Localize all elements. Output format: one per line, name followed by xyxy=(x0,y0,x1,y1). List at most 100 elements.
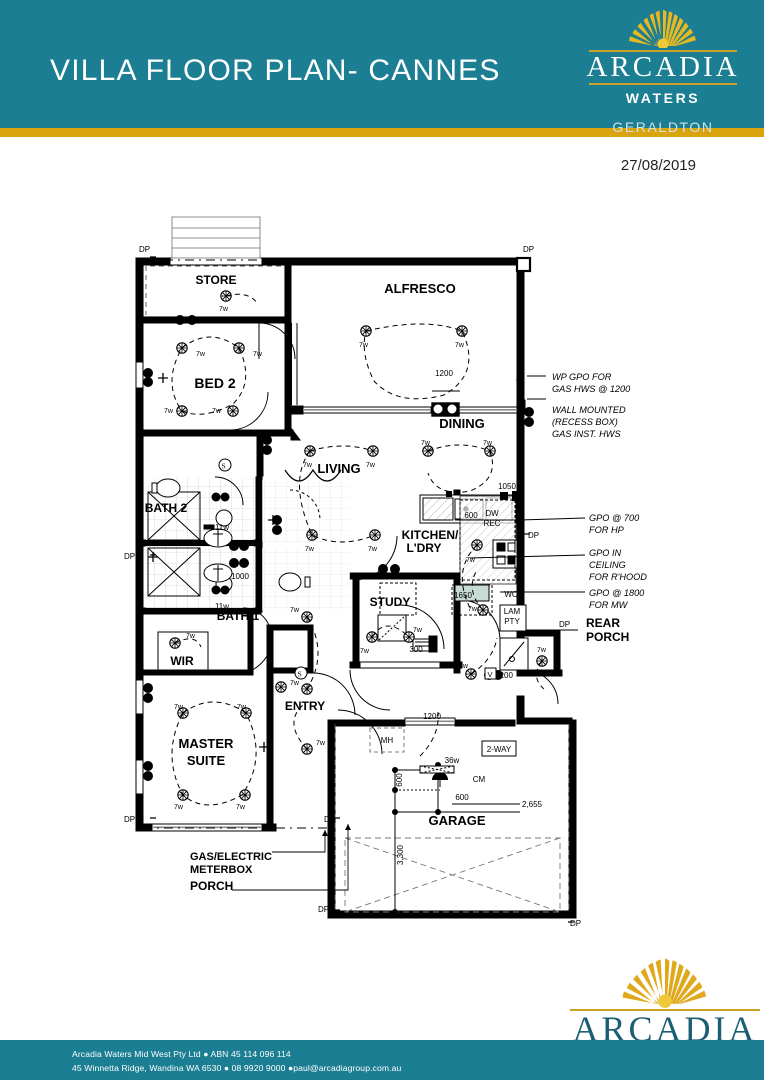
footer-contact-info: Arcadia Waters Mid West Pty Ltd ● ABN 45… xyxy=(72,1048,401,1076)
page-title: VILLA FLOOR PLAN- CANNES xyxy=(50,54,501,87)
dim-dw: DW xyxy=(485,509,499,518)
dim-wc: WC xyxy=(504,590,518,599)
room-label-study: STUDY xyxy=(370,595,411,609)
dim-1050: 1050 xyxy=(498,482,516,491)
room-label-store: STORE xyxy=(195,273,236,287)
svg-text:7w: 7w xyxy=(413,627,423,634)
annot-gpo1800-line2: FOR MW xyxy=(589,600,629,610)
room-label-alfresco: ALFRESCO xyxy=(384,281,456,296)
annot-wp-gpo-line2: GAS HWS @ 1200 xyxy=(552,384,631,394)
dp-label-left-2: DP xyxy=(124,815,135,824)
dp-label-garage-1: DP xyxy=(324,815,335,824)
room-label-laundry: L'DRY xyxy=(406,541,441,555)
dim-2way: 2-WAY xyxy=(487,745,512,754)
dp-label-garage-3: DP xyxy=(570,919,581,928)
arcadia-fan-icon-footer xyxy=(590,952,740,1008)
room-label-living: LIVING xyxy=(317,461,360,476)
svg-text:7w: 7w xyxy=(305,546,315,553)
dp-label-right-1: DP xyxy=(528,531,539,540)
svg-text:7w: 7w xyxy=(236,804,246,811)
footer-line-1: Arcadia Waters Mid West Pty Ltd ● ABN 45… xyxy=(72,1049,291,1059)
annot-gpo1800-line1: GPO @ 1800 xyxy=(589,588,645,598)
plan-annotations: WP GPO FOR GAS HWS @ 1200 WALL MOUNTED (… xyxy=(190,372,647,876)
svg-text:7w: 7w xyxy=(316,740,326,747)
brand-name: ARCADIA xyxy=(586,50,740,83)
dp-label-top-right: DP xyxy=(523,245,534,254)
dim-11w-a: 11w xyxy=(215,523,229,532)
dim-600-kitchen: 600 xyxy=(464,511,478,520)
light-label: 7w xyxy=(219,306,229,313)
brand-logo-header: ARCADIA WATERS GERALDTON xyxy=(568,6,758,135)
dim-1200-entry: 1200 xyxy=(423,712,441,721)
svg-text:S: S xyxy=(298,670,302,679)
room-label-rear-porch-1: REAR xyxy=(586,616,620,630)
brand-rule-bottom xyxy=(589,83,737,85)
svg-text:7w: 7w xyxy=(253,351,263,358)
dim-600-b: 600 xyxy=(455,793,469,802)
document-date: 27/08/2019 xyxy=(620,157,696,174)
annot-gpoceil-line2: CEILING xyxy=(589,560,626,570)
annot-hws-line2: (RECESS BOX) xyxy=(552,417,618,427)
svg-text:7w: 7w xyxy=(459,663,469,670)
svg-text:V: V xyxy=(488,670,493,679)
dim-1650: 1650 xyxy=(454,591,472,600)
brand-rule-top xyxy=(589,50,737,52)
svg-text:7w: 7w xyxy=(164,408,174,415)
footer-teal-strip xyxy=(0,1040,764,1044)
dim-1200-ldry: 1200 xyxy=(495,671,513,680)
svg-text:7w: 7w xyxy=(366,462,376,469)
annot-gpoceil-line3: FOR R'HOOD xyxy=(589,572,647,582)
svg-text:7w: 7w xyxy=(466,557,476,564)
brand-footer-rule xyxy=(570,1009,760,1011)
annot-gpoceil-line1: GPO IN xyxy=(589,548,622,558)
svg-text:7w: 7w xyxy=(483,440,493,447)
dim-3300: 3,300 xyxy=(396,844,405,865)
floor-plan-drawing: 7w 7w 7w 7w 7w 7w 7w 7w 7w 7w 7w 7w 7w 7… xyxy=(0,200,764,940)
svg-text:7w: 7w xyxy=(359,342,369,349)
annot-gpo700-line1: GPO @ 700 xyxy=(589,513,640,523)
room-label-bed2: BED 2 xyxy=(194,375,235,391)
svg-text:7w: 7w xyxy=(455,342,465,349)
svg-text:7w: 7w xyxy=(468,606,478,613)
svg-text:7w: 7w xyxy=(368,546,378,553)
brand-location: GERALDTON xyxy=(612,118,714,135)
annot-hws-line3: GAS INST. HWS xyxy=(552,429,621,439)
dp-label-rear-porch: DP xyxy=(559,620,570,629)
annot-wp-gpo-line1: WP GPO FOR xyxy=(552,372,612,382)
svg-text:7w: 7w xyxy=(290,607,300,614)
brand-subtitle: WATERS xyxy=(625,89,701,106)
dim-mh: MH xyxy=(381,736,394,745)
annot-gpo700-line2: FOR HP xyxy=(589,525,625,535)
room-labels: STORE ALFRESCO BED 2 DINING LIVING BATH … xyxy=(145,273,630,893)
svg-text:7w: 7w xyxy=(237,704,247,711)
dim-36w: 36w xyxy=(445,756,460,765)
room-label-rear-porch-2: PORCH xyxy=(586,630,629,644)
dim-1200-dining: 1200 xyxy=(435,369,453,378)
dp-label-garage-2: DP xyxy=(318,905,329,914)
svg-text:S: S xyxy=(222,462,226,471)
svg-text:7w: 7w xyxy=(537,647,547,654)
svg-text:7w: 7w xyxy=(174,704,184,711)
annot-meterbox-line1: GAS/ELECTRIC xyxy=(190,851,272,863)
dim-1000-a: 1000 xyxy=(231,540,249,549)
dim-cm: CM xyxy=(473,775,486,784)
svg-text:7w: 7w xyxy=(360,648,370,655)
svg-text:7w: 7w xyxy=(421,440,431,447)
footer-line-2: 45 Winnetta Ridge, Wandina WA 6530 ● 08 … xyxy=(72,1062,402,1073)
svg-text:7w: 7w xyxy=(186,633,196,640)
room-label-porch: PORCH xyxy=(190,879,233,893)
header-bar xyxy=(0,0,764,128)
dp-label-left-1: DP xyxy=(124,552,135,561)
dim-600-a: 600 xyxy=(395,773,404,787)
room-label-bath2: BATH 2 xyxy=(145,501,188,515)
dim-1000-b: 1000 xyxy=(231,572,249,581)
header-gold-rule xyxy=(0,128,764,137)
room-label-bath1: BATH 1 xyxy=(217,609,260,623)
dim-2655: 2,655 xyxy=(522,800,543,809)
dim-300: 300 xyxy=(409,645,423,654)
room-label-wir: WIR xyxy=(170,654,194,668)
room-label-garage: GARAGE xyxy=(428,813,485,828)
annot-hws-line1: WALL MOUNTED xyxy=(552,405,626,415)
room-label-entry: ENTRY xyxy=(285,699,325,713)
